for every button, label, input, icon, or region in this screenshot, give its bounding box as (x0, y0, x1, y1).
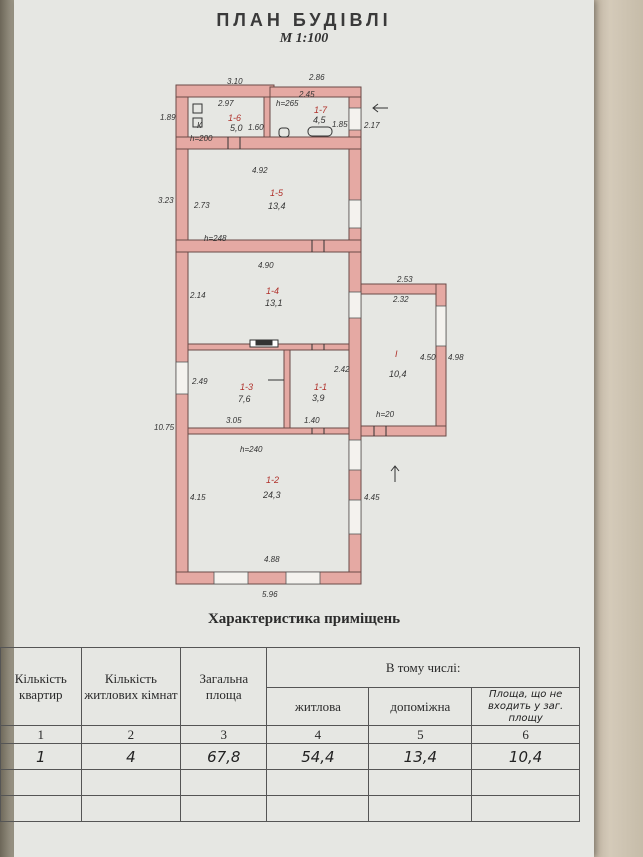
stove-mark: К (197, 121, 203, 130)
empty-cell (471, 795, 580, 822)
header-living-rooms: Кількість житлових кімнат (80, 647, 182, 726)
dim-596: 5.96 (262, 590, 278, 599)
empty-cell (80, 795, 182, 822)
dim-297: 2.97 (217, 99, 234, 108)
dim-232: 2.32 (392, 295, 409, 304)
dim-189: 1.89 (160, 113, 176, 122)
floor-plan: 3.10 2.86 2.97 2.45 1.89 1.60 1.85 2.17 … (154, 73, 464, 599)
header-outside-area: Площа, що не входить у заг. площу (471, 687, 580, 726)
dim-445: 4.45 (364, 493, 380, 502)
room-area: 7,6 (238, 394, 251, 404)
empty-cell (471, 769, 580, 796)
dim-415: 4.15 (190, 493, 206, 502)
dim-488: 4.88 (264, 555, 280, 564)
empty-cell (0, 769, 82, 796)
header-including: В тому числі: (266, 647, 580, 688)
column-number: 5 (368, 725, 473, 744)
room-area: 3,9 (312, 393, 325, 403)
room-area: 10,4 (389, 369, 407, 379)
column-number: 4 (266, 725, 370, 744)
empty-cell (368, 769, 473, 796)
page-title: ПЛАН БУДІВЛІ (216, 10, 392, 30)
empty-cell (266, 795, 370, 822)
empty-cell (80, 769, 182, 796)
dim-245: 2.45 (298, 90, 315, 99)
room-id: 1-2 (266, 475, 279, 485)
header-total-area: Загальна площа (180, 647, 268, 726)
dim-286: 2.86 (308, 73, 325, 82)
column-number: 1 (0, 725, 82, 744)
room-id: 1-5 (270, 188, 284, 198)
dim-1075: 10.75 (154, 423, 175, 432)
characteristics-table: Кількість квартир Кількість житлових кім… (0, 647, 580, 822)
value-auxiliary-area: 13,4 (368, 743, 473, 770)
dim-214: 2.14 (189, 291, 206, 300)
dim-253: 2.53 (396, 275, 413, 284)
value-outside-area: 10,4 (471, 743, 580, 770)
plan-scale: М 1:100 (279, 31, 329, 46)
dim-217: 2.17 (363, 121, 380, 130)
document-sheet: ПЛАН БУДІВЛІ М 1:100 (0, 0, 594, 857)
room-id: 1-6 (228, 113, 241, 123)
height-265: h=265 (276, 99, 299, 108)
room-area: 4,5 (313, 115, 327, 125)
height-248: h=248 (204, 234, 227, 243)
room-id: 1-7 (314, 105, 328, 115)
room-id: 1-3 (240, 382, 253, 392)
dim-185: 1.85 (332, 120, 348, 129)
room-area: 13,1 (265, 298, 283, 308)
room-area: 24,3 (262, 490, 281, 500)
dim-249: 2.49 (191, 377, 208, 386)
dim-492: 4.92 (252, 166, 268, 175)
header-living: житлова (266, 687, 370, 726)
value-total-area: 67,8 (180, 743, 268, 770)
height-200: h=200 (190, 134, 213, 143)
dim-323: 3.23 (158, 196, 174, 205)
room-area: 5,0 (230, 123, 243, 133)
dim-273: 2.73 (193, 201, 210, 210)
value-apartments: 1 (0, 743, 82, 770)
empty-cell (266, 769, 370, 796)
room-area: 13,4 (268, 201, 286, 211)
empty-cell (368, 795, 473, 822)
column-number: 3 (180, 725, 268, 744)
background-fabric (588, 0, 643, 857)
column-number: 2 (80, 725, 182, 744)
dim-160: 1.60 (248, 123, 264, 132)
page-edge (0, 0, 16, 857)
dim-450: 4.50 (420, 353, 436, 362)
value-living-rooms: 4 (80, 743, 182, 770)
header-auxiliary: допоміжна (368, 687, 473, 726)
room-id: 1-4 (266, 286, 279, 296)
empty-cell (180, 769, 268, 796)
column-number: 6 (471, 725, 580, 744)
dim-310: 3.10 (227, 77, 243, 86)
room-id: 1-1 (314, 382, 327, 392)
empty-cell (0, 795, 82, 822)
value-living-area: 54,4 (266, 743, 370, 770)
dim-140: 1.40 (304, 416, 320, 425)
height-20: h=20 (376, 410, 395, 419)
room-id: I (395, 349, 398, 359)
header-apartments: Кількість квартир (0, 647, 82, 726)
dim-498: 4.98 (448, 353, 464, 362)
empty-cell (180, 795, 268, 822)
dim-490: 4.90 (258, 261, 274, 270)
height-240: h=240 (240, 445, 263, 454)
dim-242: 2.42 (333, 365, 350, 374)
characteristics-title: Характеристика приміщень (207, 611, 401, 627)
dim-305: 3.05 (226, 416, 242, 425)
